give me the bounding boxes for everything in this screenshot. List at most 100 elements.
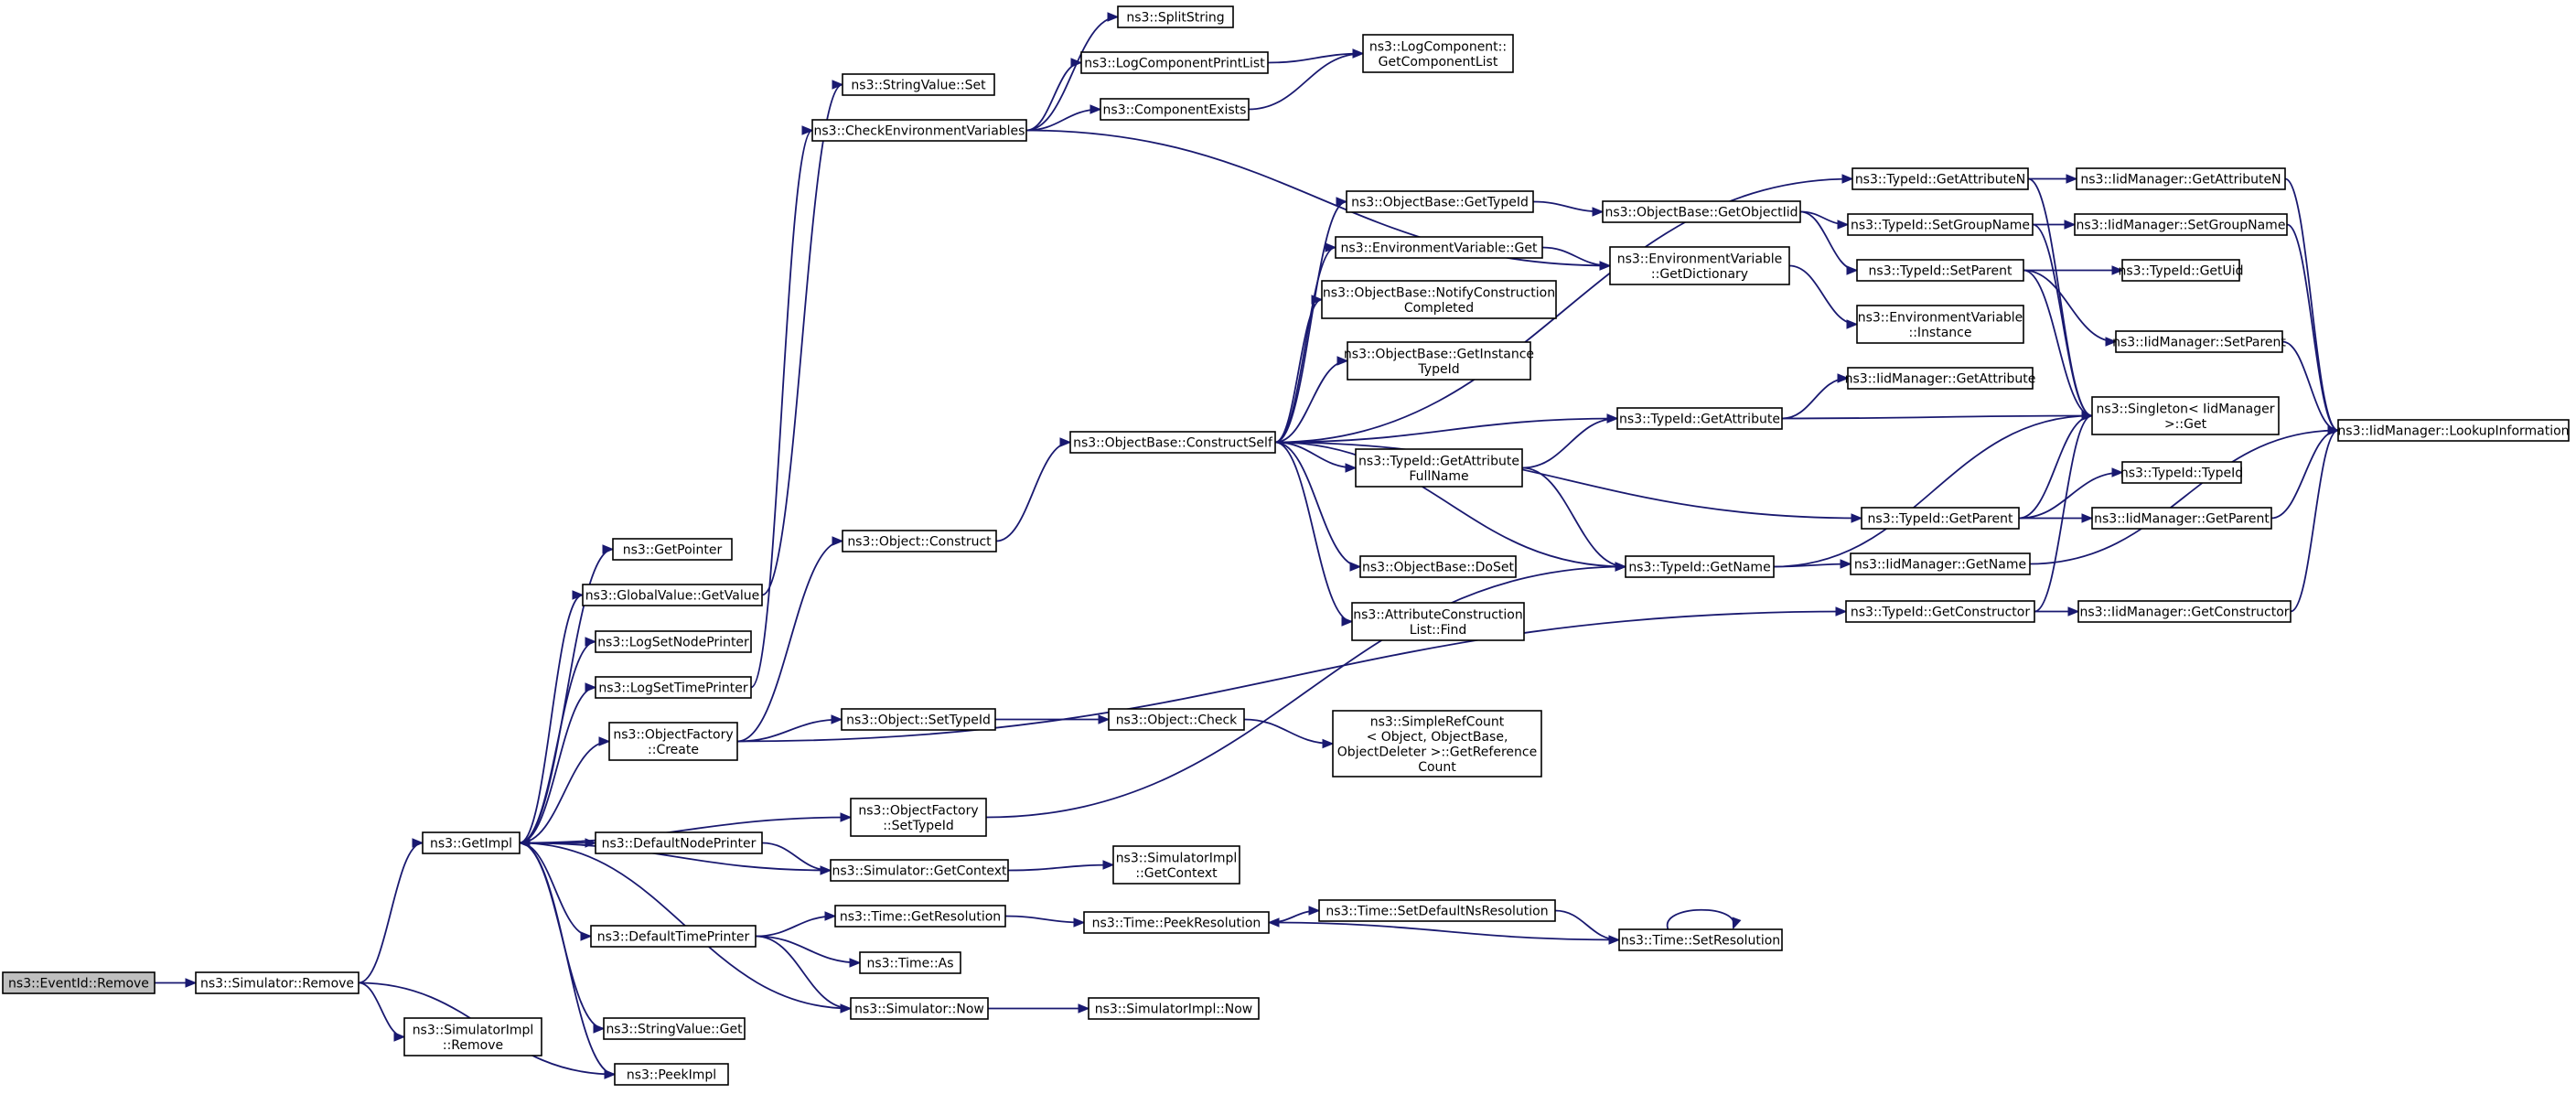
node-getpointer[interactable]: ns3::GetPointer xyxy=(612,538,733,561)
node-peekimpl[interactable]: ns3::PeekImpl xyxy=(614,1063,729,1086)
node-box[interactable] xyxy=(590,925,757,948)
node-simimpl_getcontext[interactable]: ns3::SimulatorImpl::GetContext xyxy=(1112,845,1240,885)
node-box[interactable] xyxy=(1362,34,1514,73)
node-time_setresolution[interactable]: ns3::Time::SetResolution xyxy=(1618,928,1783,951)
node-stringvalue_get[interactable]: ns3::StringValue::Get xyxy=(603,1017,746,1040)
node-iidmanager_getconstructor[interactable]: ns3::IidManager::GetConstructor xyxy=(2077,600,2292,623)
node-splitstring[interactable]: ns3::SplitString xyxy=(1117,5,1234,28)
node-defaultnodeprinter[interactable]: ns3::DefaultNodePrinter xyxy=(595,831,763,854)
node-box[interactable] xyxy=(195,971,360,994)
node-getimpl[interactable]: ns3::GetImpl xyxy=(422,831,521,854)
node-typeid_getconstructor[interactable]: ns3::TypeId::GetConstructor xyxy=(1845,600,2035,623)
node-simimpl_remove[interactable]: ns3::SimulatorImpl::Remove xyxy=(403,1017,542,1056)
node-box[interactable] xyxy=(1080,51,1269,74)
node-box[interactable] xyxy=(859,951,961,974)
node-objectbase_doset[interactable]: ns3::ObjectBase::DoSet xyxy=(1359,555,1517,578)
node-typeid_getattributen[interactable]: ns3::TypeId::GetAttributeN xyxy=(1852,167,2029,190)
node-box[interactable] xyxy=(608,722,738,761)
node-sim_getcontext[interactable]: ns3::Simulator::GetContext xyxy=(830,859,1009,882)
node-box[interactable] xyxy=(1355,448,1523,488)
node-logcomponentprintlist[interactable]: ns3::LogComponentPrintList xyxy=(1080,51,1269,74)
node-box[interactable] xyxy=(2077,600,2292,623)
node-box[interactable] xyxy=(842,530,997,552)
node-logcomponent_getcomponentlist[interactable]: ns3::LogComponent::GetComponentList xyxy=(1362,34,1514,73)
node-box[interactable] xyxy=(1852,167,2029,190)
node-envvar_get[interactable]: ns3::EnvironmentVariable::Get xyxy=(1335,236,1543,259)
node-box[interactable] xyxy=(811,119,1027,142)
node-typeid_getname[interactable]: ns3::TypeId::GetName xyxy=(1625,555,1775,578)
node-box[interactable] xyxy=(1847,213,2034,236)
node-typeid_getuid[interactable]: ns3::TypeId::GetUid xyxy=(2118,259,2244,282)
node-box[interactable] xyxy=(2121,259,2240,282)
node-box[interactable] xyxy=(1321,280,1557,319)
node-box[interactable] xyxy=(1850,552,2031,575)
node-box[interactable] xyxy=(1351,602,1525,641)
node-simimpl_now[interactable]: ns3::SimulatorImpl::Now xyxy=(1088,997,1260,1020)
node-box[interactable] xyxy=(1117,5,1234,28)
node-box[interactable] xyxy=(1332,710,1542,778)
node-iidmanager_setgroupname[interactable]: ns3::IidManager::SetGroupName xyxy=(2074,213,2288,236)
node-objectbase_getobjectiid[interactable]: ns3::ObjectBase::GetObjectIid xyxy=(1602,200,1801,223)
node-box[interactable] xyxy=(1100,98,1250,121)
node-checkenv[interactable]: ns3::CheckEnvironmentVariables xyxy=(811,119,1027,142)
node-box[interactable] xyxy=(830,859,1009,882)
node-box[interactable] xyxy=(422,831,521,854)
node-box[interactable] xyxy=(1108,708,1245,731)
node-object_settypeid[interactable]: ns3::Object::SetTypeId xyxy=(841,708,996,731)
node-objectfactory_settypeid[interactable]: ns3::ObjectFactory::SetTypeId xyxy=(850,798,987,837)
node-iidmanager_getattributen[interactable]: ns3::IidManager::GetAttributeN xyxy=(2076,167,2286,190)
node-typeid_typeid[interactable]: ns3::TypeId::TypeId xyxy=(2120,461,2243,484)
node-box[interactable] xyxy=(2076,167,2286,190)
node-box[interactable] xyxy=(1112,845,1240,885)
node-typeid_getattribute[interactable]: ns3::TypeId::GetAttribute xyxy=(1616,407,1783,430)
node-box[interactable] xyxy=(1856,305,2024,344)
node-box[interactable] xyxy=(582,584,763,606)
node-logsettimeprinter[interactable]: ns3::LogSetTimePrinter xyxy=(595,676,752,699)
node-box[interactable] xyxy=(1318,899,1556,922)
node-iidmanager_setparent[interactable]: ns3::IidManager::SetParent xyxy=(2112,330,2286,353)
node-box[interactable] xyxy=(1088,997,1260,1020)
node-box[interactable] xyxy=(850,997,989,1020)
node-objectbase_gettypeid[interactable]: ns3::ObjectBase::GetTypeId xyxy=(1346,190,1534,213)
node-iidmanager_getparent[interactable]: ns3::IidManager::GetParent xyxy=(2091,507,2272,530)
node-box[interactable] xyxy=(595,831,763,854)
node-defaulttimeprinter[interactable]: ns3::DefaultTimePrinter xyxy=(590,925,757,948)
node-iidmanager_lookupinformation[interactable]: ns3::IidManager::LookupInformation xyxy=(2337,419,2570,442)
node-box[interactable] xyxy=(1616,407,1783,430)
node-typeid_setparent[interactable]: ns3::TypeId::SetParent xyxy=(1856,259,2024,282)
node-box[interactable] xyxy=(595,676,752,699)
node-object_construct[interactable]: ns3::Object::Construct xyxy=(842,530,997,552)
node-box[interactable] xyxy=(842,73,995,96)
node-stringvalue_set[interactable]: ns3::StringValue::Set xyxy=(842,73,995,96)
node-box[interactable] xyxy=(1847,367,2034,390)
node-objectfactory_create[interactable]: ns3::ObjectFactory::Create xyxy=(608,722,738,761)
node-box[interactable] xyxy=(614,1063,729,1086)
node-envvar_getdictionary[interactable]: ns3::EnvironmentVariable::GetDictionary xyxy=(1609,246,1790,285)
node-logsetnodeprinter[interactable]: ns3::LogSetNodePrinter xyxy=(595,630,752,653)
node-globalvalue_getvalue[interactable]: ns3::GlobalValue::GetValue xyxy=(582,584,763,606)
node-box[interactable] xyxy=(1618,928,1783,951)
node-box[interactable] xyxy=(1069,431,1276,454)
node-box[interactable] xyxy=(1856,259,2024,282)
node-box[interactable] xyxy=(1602,200,1801,223)
node-notifyconstruction[interactable]: ns3::ObjectBase::NotifyConstructionCompl… xyxy=(1321,280,1557,319)
node-componentexists[interactable]: ns3::ComponentExists xyxy=(1100,98,1250,121)
node-time_peekresolution[interactable]: ns3::Time::PeekResolution xyxy=(1083,911,1270,934)
node-envvar_instance[interactable]: ns3::EnvironmentVariable::Instance xyxy=(1856,305,2024,344)
node-box[interactable] xyxy=(834,905,1006,928)
node-box[interactable] xyxy=(1845,600,2035,623)
node-sim_now[interactable]: ns3::Simulator::Now xyxy=(850,997,989,1020)
node-box[interactable] xyxy=(1347,341,1531,381)
node-box[interactable] xyxy=(612,538,733,561)
node-iidmanager_getname[interactable]: ns3::IidManager::GetName xyxy=(1850,552,2031,575)
node-box[interactable] xyxy=(1335,236,1543,259)
node-typeid_getparent[interactable]: ns3::TypeId::GetParent xyxy=(1861,507,2020,530)
node-time_setdefaultnsresolution[interactable]: ns3::Time::SetDefaultNsResolution xyxy=(1318,899,1556,922)
node-box[interactable] xyxy=(403,1017,542,1056)
node-box[interactable] xyxy=(2091,507,2272,530)
node-iidmanager_getattribute[interactable]: ns3::IidManager::GetAttribute xyxy=(1845,367,2036,390)
node-box[interactable] xyxy=(2337,419,2570,442)
